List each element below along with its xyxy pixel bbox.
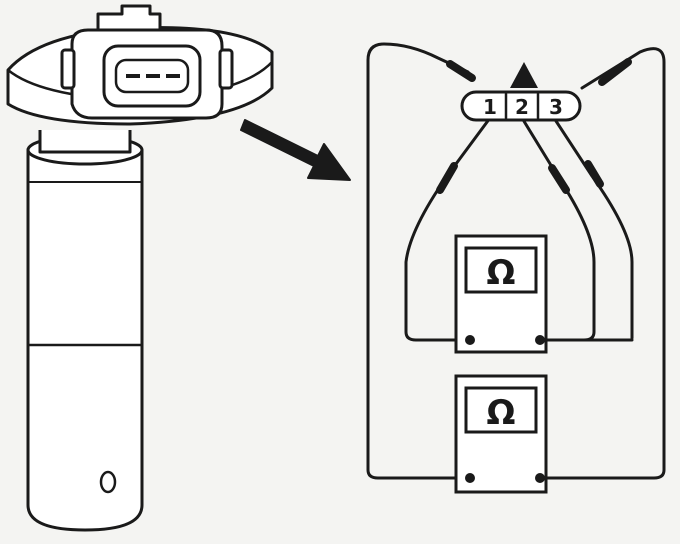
arrow-right-down-icon [240,119,351,181]
ohmmeter-icon-lower [454,374,548,494]
wiring-panel [366,42,666,480]
wire-outer-loop [366,42,470,480]
pin-1-label: 1 [483,95,497,119]
ohm-symbol-lower: Ω [487,393,516,433]
pin-2-label: 2 [515,95,529,119]
wire-outer-loop-right [538,47,666,480]
wire-pin1-to-meter [404,116,492,342]
ohmmeter-icon-upper [454,234,548,354]
sensor-neck [38,130,132,154]
pin-3-label: 3 [549,95,563,119]
wire-probe-sleeves [436,58,632,194]
mounting-hole [99,470,117,494]
pin-connector [460,90,582,122]
sensor-connector-housing [60,4,234,120]
sensor-body [26,134,144,532]
arrow-up-icon [510,62,538,88]
ohm-symbol-upper: Ω [487,253,516,293]
sensor [6,4,274,532]
